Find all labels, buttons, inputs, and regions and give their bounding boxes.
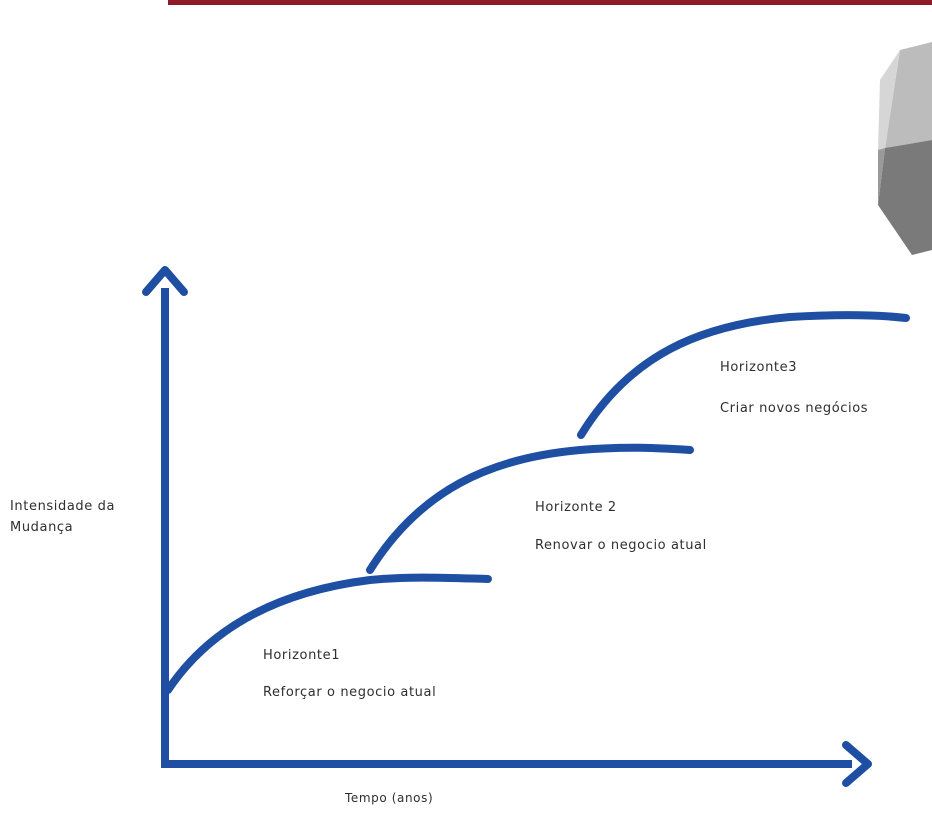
horizon-1-curve: [164, 573, 492, 694]
horizon-3-title: Horizonte3: [720, 360, 798, 375]
horizon-2-subtitle: Renovar o negocio atual: [535, 538, 707, 553]
x-axis-arrowhead: [842, 741, 872, 787]
horizon-2-title: Horizonte 2: [535, 500, 617, 515]
horizon-3-subtitle: Criar novos negócios: [720, 401, 869, 416]
horizon-2-curve: [366, 443, 694, 574]
header-rule: [168, 0, 932, 5]
y-axis-label: Intensidade da Mudança: [10, 499, 116, 535]
horizon-1-title: Horizonte1: [263, 648, 341, 663]
horizon-3-curve: [577, 311, 910, 439]
horizon-1-subtitle: Reforçar o negocio atual: [263, 685, 437, 700]
y-axis-arrowhead: [142, 266, 188, 296]
x-axis-label: Tempo (anos): [345, 791, 434, 805]
